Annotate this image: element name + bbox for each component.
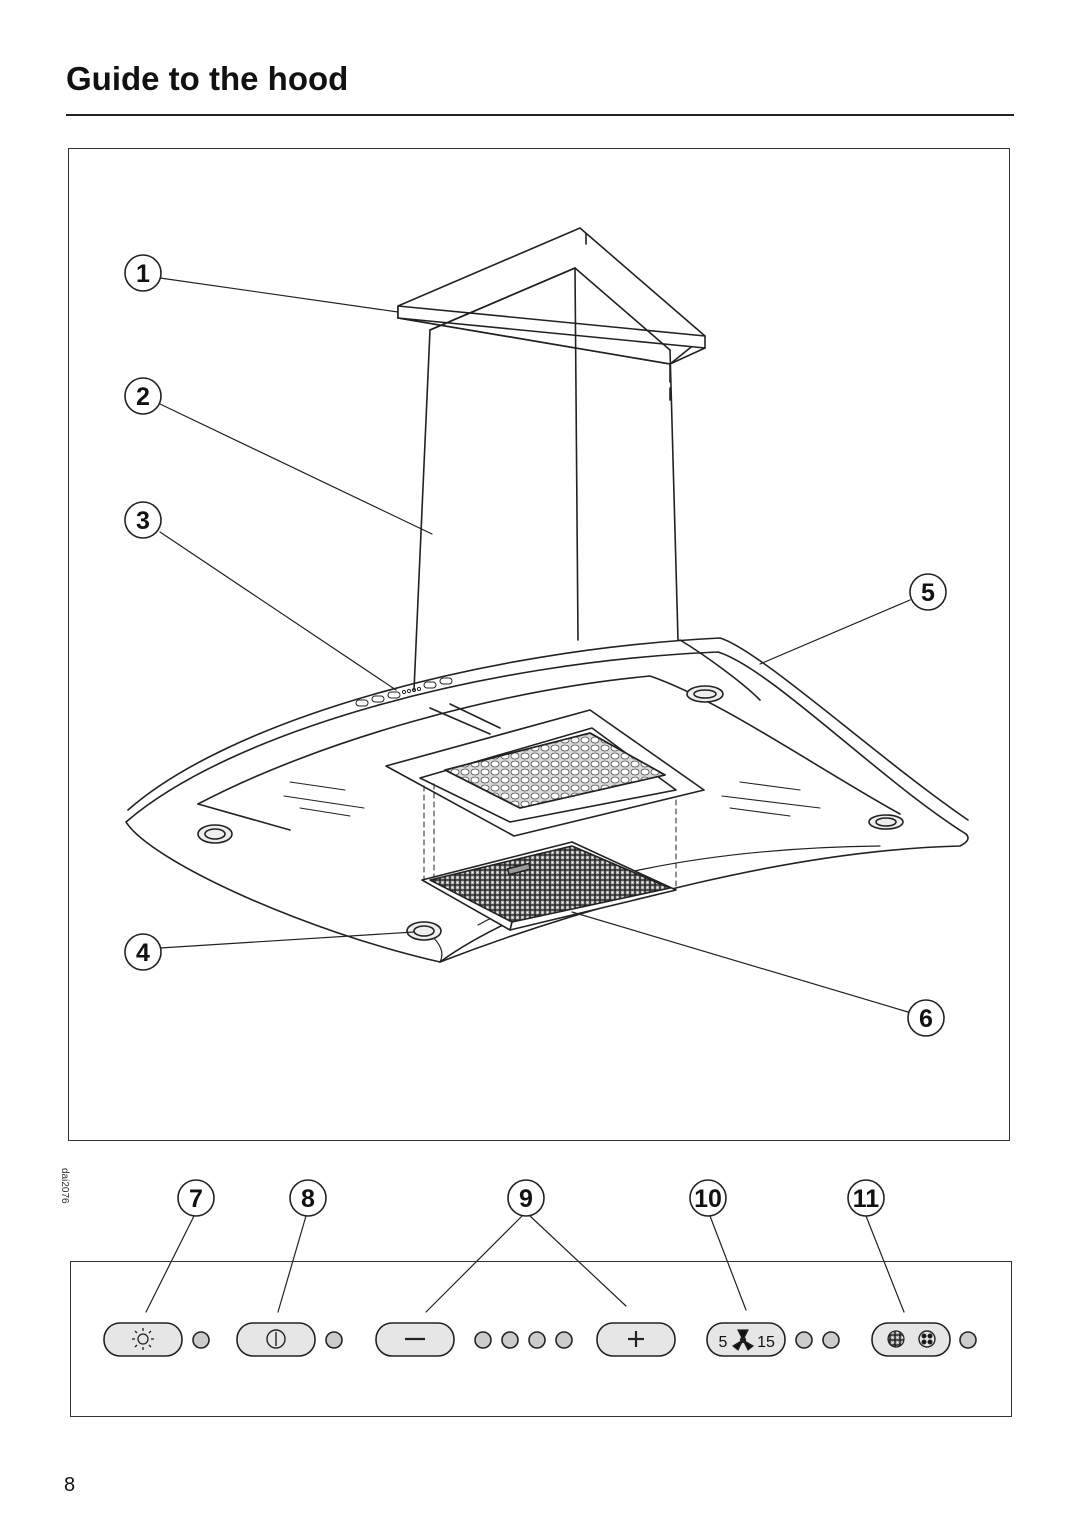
fan-run-on-low-label: 5 bbox=[719, 1334, 728, 1351]
hood-figure-frame bbox=[68, 148, 1010, 1141]
fan-plus-button[interactable] bbox=[596, 1322, 676, 1357]
svg-text:11: 11 bbox=[853, 1185, 880, 1213]
fan-level-indicator-4 bbox=[555, 1331, 573, 1349]
svg-text:8: 8 bbox=[301, 1185, 315, 1213]
svg-text:4: 4 bbox=[136, 939, 150, 967]
power-icon bbox=[266, 1329, 286, 1349]
callout-1: 1 bbox=[124, 254, 162, 292]
callout-2: 2 bbox=[124, 377, 162, 415]
halogen-lights bbox=[197, 685, 904, 941]
filter-reset-button[interactable] bbox=[871, 1322, 951, 1357]
grease-filter bbox=[421, 841, 677, 931]
callout-9: 9 bbox=[507, 1179, 545, 1217]
svg-text:2: 2 bbox=[136, 383, 150, 411]
callout-7: 7 bbox=[177, 1179, 215, 1217]
callout-3: 3 bbox=[124, 501, 162, 539]
callout-8: 8 bbox=[289, 1179, 327, 1217]
callout-10: 10 bbox=[689, 1179, 727, 1217]
callout-6: 6 bbox=[907, 999, 945, 1037]
svg-text:7: 7 bbox=[189, 1185, 203, 1213]
fan-run-on-button[interactable]: 5 15 bbox=[706, 1322, 786, 1357]
svg-text:9: 9 bbox=[519, 1185, 533, 1213]
power-indicator bbox=[325, 1331, 343, 1349]
callout-4: 4 bbox=[124, 933, 162, 971]
light-icon bbox=[132, 1328, 154, 1350]
fan-level-indicator-1 bbox=[474, 1331, 492, 1349]
svg-text:5: 5 bbox=[921, 579, 935, 607]
callout-leaders bbox=[159, 277, 911, 1013]
callout-5: 5 bbox=[909, 573, 947, 611]
filter-indicator bbox=[959, 1331, 977, 1349]
control-panel-frame bbox=[70, 1261, 1012, 1417]
run-on-15-indicator bbox=[822, 1331, 840, 1349]
fan-run-on-high-label: 15 bbox=[757, 1334, 775, 1351]
fan-level-indicator-2 bbox=[501, 1331, 519, 1349]
svg-text:10: 10 bbox=[694, 1185, 722, 1213]
rim-controls bbox=[355, 677, 453, 707]
filter-guide-lines bbox=[423, 783, 677, 891]
run-on-5-indicator bbox=[795, 1331, 813, 1349]
page-title: Guide to the hood bbox=[66, 60, 349, 97]
plus-icon bbox=[628, 1331, 644, 1347]
callout-11: 11 bbox=[847, 1179, 885, 1217]
svg-text:6: 6 bbox=[919, 1005, 933, 1033]
ceiling-cover bbox=[397, 227, 706, 365]
fan-minus-button[interactable] bbox=[375, 1322, 455, 1357]
page-number: 8 bbox=[64, 1474, 76, 1496]
svg-text:1: 1 bbox=[136, 260, 150, 288]
svg-text:3: 3 bbox=[136, 507, 150, 535]
odour-filter-icon bbox=[918, 1330, 936, 1348]
fan-icon bbox=[731, 1329, 755, 1351]
light-indicator bbox=[192, 1331, 210, 1349]
light-button[interactable] bbox=[103, 1322, 183, 1357]
chimney-duct bbox=[413, 267, 679, 691]
grease-filter-icon bbox=[887, 1330, 905, 1348]
fan-level-indicator-3 bbox=[528, 1331, 546, 1349]
title-rule bbox=[66, 114, 1014, 116]
filter-housing bbox=[385, 703, 705, 837]
power-button[interactable] bbox=[236, 1322, 316, 1357]
